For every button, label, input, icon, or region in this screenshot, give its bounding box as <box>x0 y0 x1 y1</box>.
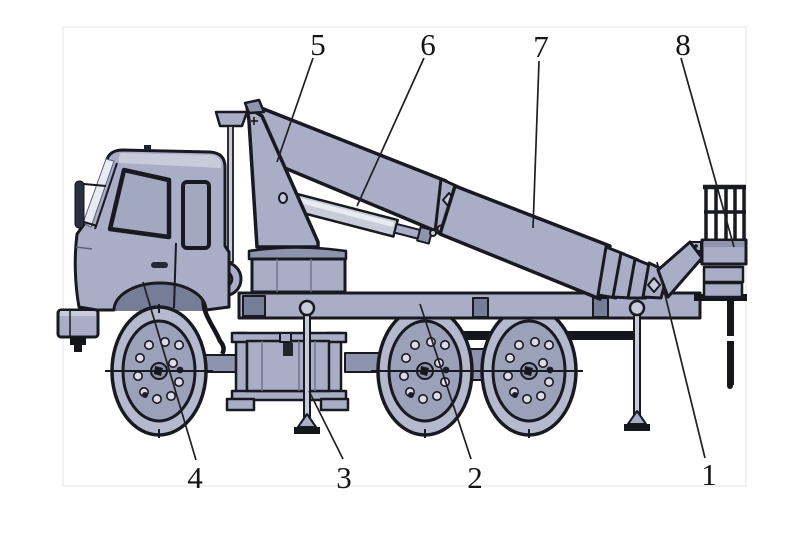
callout-label-7: 7 <box>533 29 549 64</box>
cylinder-pivot-hole <box>278 192 288 204</box>
front-wheel <box>103 302 215 440</box>
boom-assembly <box>243 98 704 301</box>
callout-label-2: 2 <box>467 460 483 495</box>
hydraulic-hose <box>201 289 226 356</box>
cylinder-clevis <box>416 226 434 245</box>
callout-leaders <box>142 57 735 461</box>
basket-support-block-lower <box>702 281 744 299</box>
quarter-window <box>181 180 211 250</box>
leader-7 <box>532 60 540 229</box>
turntable-pedestal <box>247 246 348 294</box>
callout-label-1: 1 <box>701 457 717 492</box>
leader-1 <box>656 261 706 459</box>
mast-apex-cap <box>243 98 266 115</box>
rear-outrigger <box>624 299 650 431</box>
leader-3 <box>308 390 344 460</box>
door-handle <box>151 262 168 268</box>
lift-cylinder <box>291 192 434 245</box>
callout-label-8: 8 <box>675 27 691 62</box>
side-mirror <box>74 180 85 229</box>
leader-5 <box>276 57 314 163</box>
rear-wheel-1 <box>369 302 481 440</box>
callout-label-4: 4 <box>187 460 203 495</box>
leader-8 <box>680 57 735 248</box>
basket-leveling-link <box>656 240 704 299</box>
equipment-subframe <box>225 331 350 412</box>
main-boom <box>438 184 612 301</box>
work-basket <box>690 184 748 299</box>
cab-roof-highlight <box>118 153 221 168</box>
flatbed-deck <box>237 291 747 320</box>
rear-wheel-2 <box>473 302 585 440</box>
front-wheel-arch-backing <box>114 283 206 311</box>
callout-labels: 1 2 3 4 5 6 7 8 <box>187 27 717 495</box>
leader-4 <box>142 281 197 461</box>
front-outrigger <box>294 299 320 434</box>
truck-cab <box>73 145 231 312</box>
callout-label-5: 5 <box>310 27 326 62</box>
front-bumper <box>56 308 100 352</box>
door-window <box>107 167 172 240</box>
rear-support-post <box>727 300 734 389</box>
basket-support-block-upper <box>702 265 745 284</box>
leader-6 <box>356 57 425 207</box>
roof-marker <box>144 145 151 150</box>
callout-label-6: 6 <box>420 27 436 62</box>
door-seam <box>173 242 177 309</box>
callout-label-3: 3 <box>336 460 352 495</box>
leader-2 <box>419 303 472 460</box>
windshield <box>82 158 115 228</box>
